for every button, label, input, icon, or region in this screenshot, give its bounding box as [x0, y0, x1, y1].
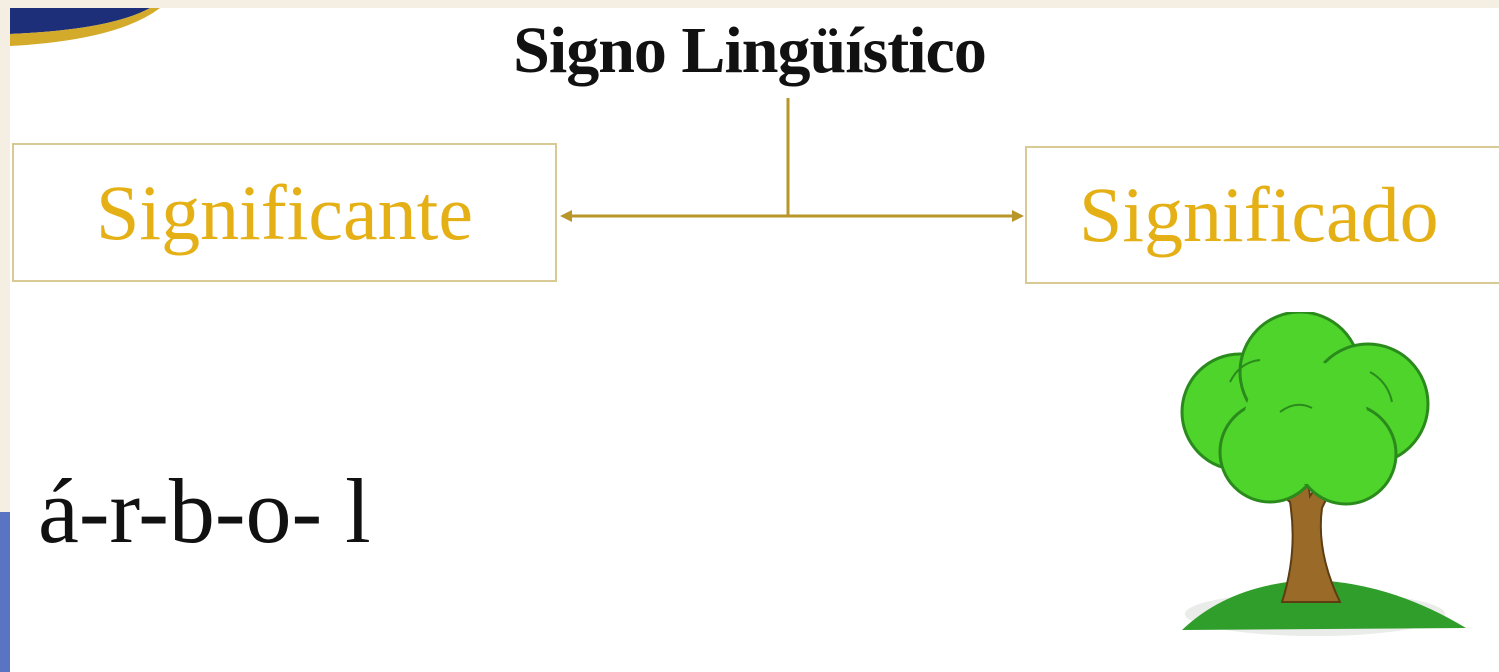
significado-label: Significado — [1079, 171, 1439, 258]
tree-icon — [1180, 312, 1466, 636]
significado-box: Significado — [1025, 146, 1499, 284]
grass-mound — [1182, 580, 1466, 630]
arrow-left-icon — [560, 210, 572, 222]
tree-foliage — [1180, 312, 1430, 506]
arrow-right-icon — [1012, 210, 1024, 222]
example-word: á-r-b-o- l — [38, 460, 371, 562]
significante-label: Significante — [96, 168, 473, 256]
side-bar-decoration — [0, 512, 10, 672]
significante-box: Significante — [12, 143, 557, 282]
corner-decoration — [10, 8, 160, 46]
diagram-title: Signo Lingüístico — [513, 14, 987, 87]
